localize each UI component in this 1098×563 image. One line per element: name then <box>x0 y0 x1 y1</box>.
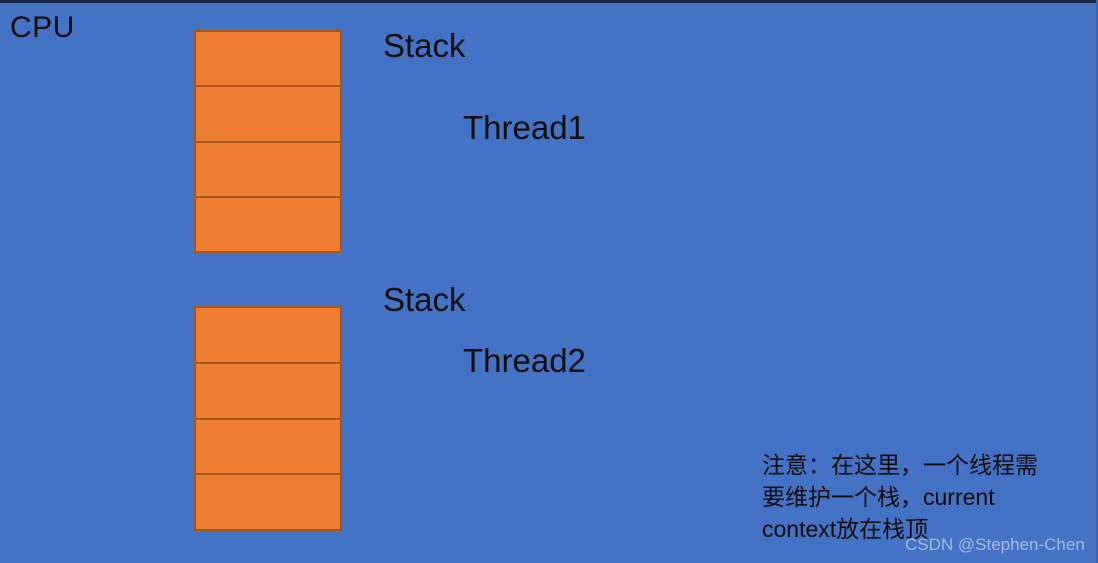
note-line-3: context放在栈顶 <box>762 516 929 542</box>
stack-segment <box>194 140 342 198</box>
stack-segment <box>194 417 342 476</box>
thread2-label: Thread2 <box>463 342 586 379</box>
cpu-label: CPU <box>10 11 75 44</box>
thread1-stack-label: Stack <box>383 27 466 64</box>
thread2-stack <box>194 306 342 531</box>
stack-segment <box>194 30 342 88</box>
csdn-watermark: CSDN @Stephen-Chen <box>905 535 1085 554</box>
stack-segment <box>194 85 342 143</box>
note-line-2: 要维护一个栈，current <box>762 484 995 510</box>
top-edge-strip <box>0 0 1098 3</box>
right-edge-strip <box>1096 0 1098 563</box>
note-line-1: 注意：在这里，一个线程需 <box>762 452 1038 478</box>
thread1-stack <box>194 30 342 253</box>
stack-segment <box>194 361 342 420</box>
stack-segment <box>194 306 342 364</box>
stack-segment <box>194 195 342 253</box>
stack-segment <box>194 473 342 531</box>
thread2-stack-label: Stack <box>383 281 466 318</box>
annotation-note: 注意：在这里，一个线程需 要维护一个栈，current context放在栈顶 <box>762 449 1097 545</box>
thread1-label: Thread1 <box>463 109 586 146</box>
